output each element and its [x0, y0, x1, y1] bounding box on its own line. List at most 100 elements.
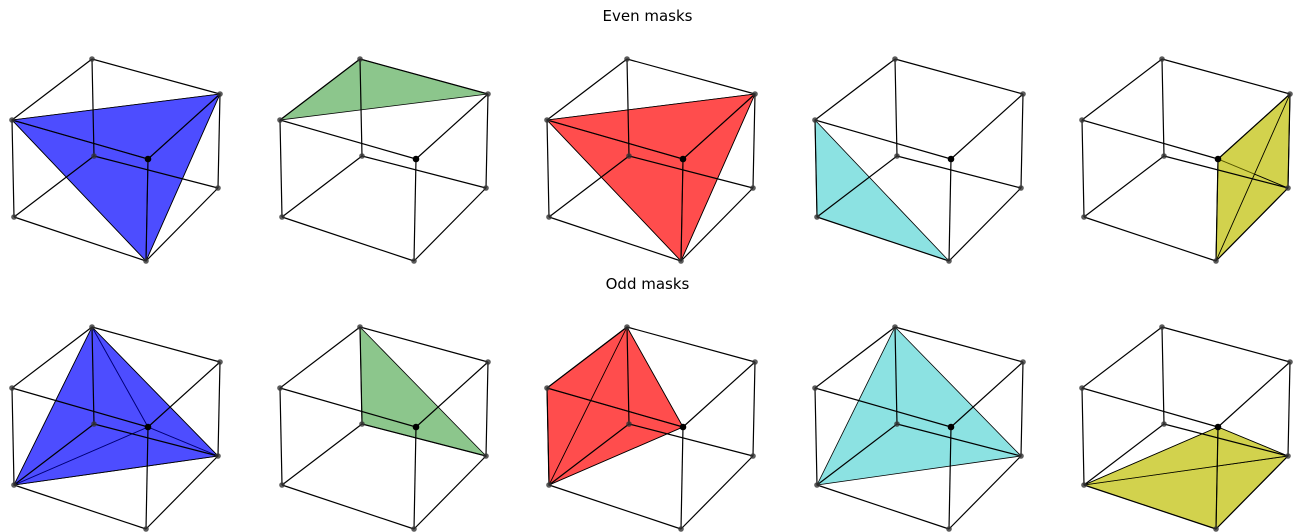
cube-edge	[11, 387, 149, 428]
cube-vertex	[814, 482, 820, 488]
cube-vertex	[812, 117, 818, 123]
cube-vertex	[359, 153, 365, 159]
cube-vertex	[892, 324, 898, 330]
cube-edge	[1020, 93, 1024, 189]
cube-edge	[546, 387, 684, 428]
cube-vertex	[412, 155, 420, 163]
cube-edge	[415, 361, 489, 428]
even-masks-title: Even masks	[602, 7, 693, 25]
cube-edge	[816, 155, 898, 218]
cube-vertex	[679, 155, 687, 163]
cube-edge	[546, 58, 628, 121]
cube-edge	[1161, 326, 1165, 425]
cube-vertex	[1161, 421, 1167, 427]
cube-edge	[413, 455, 487, 530]
cube-edge	[279, 326, 361, 389]
cube-edge	[359, 326, 489, 363]
cube-vertex	[144, 155, 152, 163]
even-mask-panel-5	[1079, 56, 1293, 264]
cube-edge	[626, 326, 630, 425]
cube-edge	[359, 326, 363, 425]
cube-vertex	[947, 423, 955, 431]
cube-vertex	[11, 214, 17, 220]
cube-vertex	[89, 56, 95, 62]
cube-vertex	[143, 258, 149, 264]
even-mask-panel-4	[812, 56, 1026, 264]
cube-vertex	[91, 153, 97, 159]
cube-edge	[1163, 423, 1289, 457]
cube-vertex	[946, 526, 952, 532]
cube-edge	[752, 361, 756, 457]
cube-vertex	[626, 421, 632, 427]
cube-edge	[814, 387, 818, 486]
cube-vertex	[1159, 324, 1165, 330]
cube-edge	[816, 423, 898, 486]
cube-edge	[91, 58, 221, 95]
odd-masks-title: Odd masks	[605, 275, 690, 293]
cube-edge	[11, 58, 93, 121]
cube-vertex	[752, 359, 758, 365]
cube-vertex	[217, 91, 223, 97]
cube-vertex	[485, 359, 491, 365]
cube-vertex	[1020, 359, 1026, 365]
cube-edge	[948, 187, 1022, 262]
cube-edge	[816, 484, 950, 530]
cube-edge	[546, 119, 684, 160]
cube-edge	[680, 455, 754, 530]
even-mask-panel-3	[544, 56, 758, 264]
cube-vertex	[9, 117, 15, 123]
cube-edge	[281, 155, 363, 218]
cube-edge	[682, 361, 756, 428]
cube-edge	[546, 326, 628, 389]
cube-vertex	[359, 421, 365, 427]
cube-vertex	[1285, 185, 1291, 191]
cube-vertex	[679, 423, 687, 431]
cube-edge	[680, 187, 754, 262]
cube-vertex	[1159, 56, 1165, 62]
cube-edge	[1083, 155, 1165, 218]
cube-edge	[1215, 158, 1219, 262]
cube-vertex	[1018, 453, 1024, 459]
cube-edge	[93, 423, 219, 457]
cube-vertex	[9, 385, 15, 391]
cube-edge	[1217, 361, 1291, 428]
cube-edge	[894, 326, 1024, 363]
cube-edge	[896, 423, 1022, 457]
cube-edge	[13, 216, 147, 262]
cube-edge	[1287, 361, 1291, 457]
cube-edge	[13, 155, 95, 218]
tetra-face	[11, 93, 221, 262]
cube-vertex	[279, 214, 285, 220]
cube-edge	[894, 326, 898, 425]
cube-vertex	[91, 421, 97, 427]
cube-edge	[814, 119, 952, 160]
cube-edge	[1215, 426, 1219, 530]
cube-edge	[1083, 216, 1217, 262]
cube-edge	[361, 155, 487, 189]
cube-vertex	[144, 423, 152, 431]
cube-edge	[546, 387, 550, 486]
cube-vertex	[1287, 359, 1293, 365]
cube-vertex	[412, 423, 420, 431]
cube-edge	[548, 155, 630, 218]
cube-edge	[485, 93, 489, 189]
cube-edge	[628, 155, 754, 189]
cube-vertex	[544, 385, 550, 391]
cube-edge	[147, 93, 221, 160]
even-mask-panel-2	[277, 56, 491, 264]
cube-edge	[1081, 119, 1219, 160]
cube-edge	[548, 484, 682, 530]
cube-edge	[548, 216, 682, 262]
cube-edge	[950, 361, 1024, 428]
cube-edge	[485, 361, 489, 457]
cube-vertex	[1020, 91, 1026, 97]
cube-edge	[217, 93, 221, 189]
cube-edge	[1215, 455, 1289, 530]
cube-edge	[11, 119, 15, 218]
cube-edge	[91, 326, 95, 425]
cube-edge	[894, 58, 1024, 95]
cube-edge	[359, 58, 489, 95]
cube-vertex	[215, 185, 221, 191]
cube-edge	[1081, 387, 1085, 486]
